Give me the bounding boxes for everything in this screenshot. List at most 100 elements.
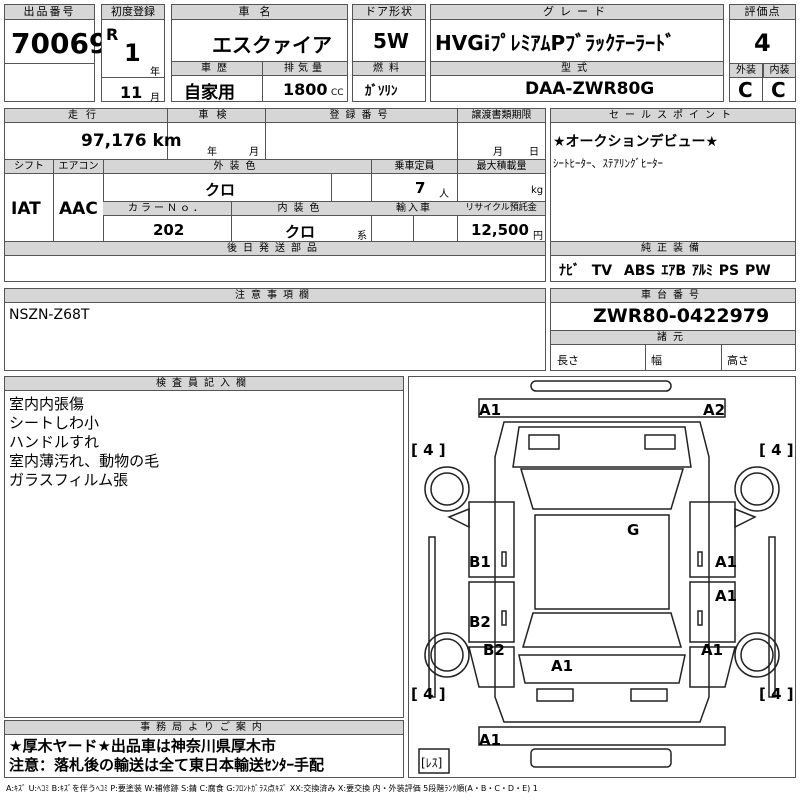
mark-right-rear-door: A1 [715, 587, 737, 605]
length-label: 長さ [557, 354, 579, 367]
door-label: ドア形状 [353, 5, 425, 20]
capacity: 7 [415, 179, 426, 197]
car-name-box: 車名 エスクァイア [171, 4, 348, 62]
tire-front-left: [ 4 ] [411, 441, 446, 459]
mark-front-left: A1 [479, 401, 501, 419]
chassis-label: 車台番号 [551, 289, 795, 303]
height-label: 高さ [727, 354, 749, 367]
mark-right-front-door: A1 [715, 553, 737, 571]
info-section: 走行 車検 登録番号 譲渡書類期限 97,176 km 年 月 月 日 シフト … [4, 108, 546, 242]
car-diagram-box: A1 A2 G B1 B2 B2 A1 A1 A1 A1 A1 [ 4 ] [ … [408, 376, 796, 778]
capacity-label: 乗車定員 [371, 160, 457, 174]
inspector-label: 検査員記入欄 [5, 377, 403, 391]
history-box: 車歴 自家用 [171, 61, 263, 103]
era: R [106, 25, 119, 44]
exterior-score: C [738, 78, 753, 102]
tire-front-right: [ 4 ] [759, 441, 794, 459]
width-label: 幅 [651, 354, 662, 367]
transfer-day-unit: 日 [529, 147, 539, 158]
lot-number: 70069 [11, 27, 109, 60]
legend: A:ｷｽﾞ U:ﾍｺﾐ B:ｷｽﾞを伴うﾍｺﾐ P:要塗装 W:補修跡 S:錆 … [6, 784, 538, 793]
history: 自家用 [184, 83, 235, 103]
equipment-items: ﾅﾋﾞ TV ABS ｴｱB ｱﾙﾐ PS PW [559, 263, 771, 279]
interior-color-label: 内装色 [231, 202, 371, 216]
mark-rear-hatch: A1 [551, 657, 573, 675]
chassis-box: 車台番号 ZWR80-0422979 諸元 長さ 幅 高さ [550, 288, 796, 371]
office-label: 事務局よりご案内 [5, 721, 403, 735]
recycle-fee: 12,500 [471, 221, 529, 239]
lot-number-box: 出品番号 70069 [4, 4, 108, 102]
lot-number-label: 出品番号 [5, 5, 94, 20]
mark-roof: G [627, 521, 639, 539]
fuel: ｶﾞｿﾘﾝ [365, 84, 398, 99]
dimensions-label: 諸元 [551, 330, 795, 345]
mark-left-front-door: B1 [469, 553, 491, 571]
grade-box: グレード HVGiﾌﾟﾚﾐｱﾑPﾌﾞﾗｯｸﾃｰﾗｰﾄﾞ [430, 4, 724, 62]
interior-color-unit: 系 [357, 231, 367, 242]
grade: HVGiﾌﾟﾚﾐｱﾑPﾌﾞﾗｯｸﾃｰﾗｰﾄﾞ [435, 31, 676, 55]
max-load-unit: kg [531, 185, 544, 196]
aircon-label: エアコン [53, 160, 103, 174]
inspector-line-2: シートしわ小 [9, 414, 100, 432]
mark-right-rear-fender: A1 [701, 641, 723, 659]
interior-score: C [771, 78, 786, 102]
score: 4 [754, 29, 771, 57]
inspection-year-unit: 年 [207, 147, 217, 158]
max-load-label: 最大積載量 [457, 160, 545, 174]
displacement: 1800 [283, 80, 328, 99]
inspector-line-1: 室内内張傷 [9, 395, 85, 413]
selling-points-label: セールスポイント [551, 109, 795, 123]
inspection-label: 車検 [167, 109, 265, 123]
aircon: AAC [59, 199, 98, 219]
spare-tire: [ﾚｽ] [421, 756, 442, 770]
equipment-label: 純正装備 [551, 242, 795, 256]
car-diagram: A1 A2 G B1 B2 B2 A1 A1 A1 A1 A1 [ 4 ] [ … [411, 380, 794, 774]
tire-rear-right: [ 4 ] [759, 685, 794, 703]
history-label: 車歴 [172, 62, 262, 76]
displacement-unit: CC [331, 88, 344, 98]
recycle-unit: 円 [533, 231, 543, 242]
score-label: 評価点 [730, 5, 795, 20]
later-parts-label: 後日発送部品 [5, 242, 545, 256]
inspector-line-4: 室内薄汚れ、動物の毛 [9, 452, 160, 470]
selling-points-box: セールスポイント ★オークションデビュー★ ｼｰﾄﾋｰﾀｰ、ｽﾃｱﾘﾝｸﾞﾋｰﾀ… [550, 108, 796, 242]
score-box: 評価点 4 外装 内装 C C [729, 4, 796, 102]
office-box: 事務局よりご案内 ★厚木ヤード★出品車は神奈川県厚木市 注意：落札後の輸送は全て… [4, 720, 404, 778]
displacement-box: 排気量 1800 CC [262, 61, 348, 102]
interior-score-label: 内装 [763, 64, 795, 78]
mileage-label: 走行 [5, 109, 167, 123]
selling-point-2: ｼｰﾄﾋｰﾀｰ、ｽﾃｱﾘﾝｸﾞﾋｰﾀｰ [553, 157, 663, 170]
car-name-label: 車名 [172, 5, 347, 20]
fuel-box: 燃料 ｶﾞｿﾘﾝ [352, 61, 426, 102]
door-box: ドア形状 5W [352, 4, 426, 62]
shift-label: シフト [5, 160, 53, 174]
model: DAA-ZWR80G [525, 79, 655, 99]
notes-text: NSZN-Z68T [9, 307, 90, 323]
first-registration-box: 初度登録 R 1 年 11 月 [101, 4, 165, 104]
year-unit: 年 [150, 67, 160, 78]
grade-label: グレード [431, 5, 723, 20]
month-unit: 月 [150, 93, 160, 104]
notes-label: 注意事項欄 [5, 289, 545, 303]
displacement-label: 排気量 [263, 62, 347, 76]
office-line-2: 注意：落札後の輸送は全て東日本輸送ｾﾝﾀｰ手配 [9, 756, 325, 774]
registration-number-label: 登録番号 [265, 109, 457, 123]
door-type: 5W [373, 29, 409, 53]
exterior-score-label: 外装 [730, 64, 762, 78]
mark-left-rear-fender: B2 [483, 641, 505, 659]
registration-year: 1 [124, 39, 141, 67]
tire-rear-left: [ 4 ] [411, 685, 446, 703]
car-name: エスクァイア [212, 33, 332, 57]
mileage: 97,176 km [81, 131, 182, 151]
recycle-label: リサイクル預託金 [457, 202, 545, 216]
registration-month: 11 [120, 83, 143, 102]
mark-left-rear-door: B2 [469, 613, 491, 631]
transfer-deadline-label: 譲渡書類期限 [457, 109, 545, 123]
chassis-number: ZWR80-0422979 [593, 305, 770, 327]
later-parts-box: 後日発送部品 [4, 241, 546, 282]
model-label: 型式 [431, 62, 723, 76]
notes-box: 注意事項欄 NSZN-Z68T [4, 288, 546, 371]
mark-rear-bumper: A1 [479, 731, 501, 749]
inspector-line-3: ハンドルすれ [9, 433, 100, 451]
color-number: 202 [153, 221, 185, 239]
